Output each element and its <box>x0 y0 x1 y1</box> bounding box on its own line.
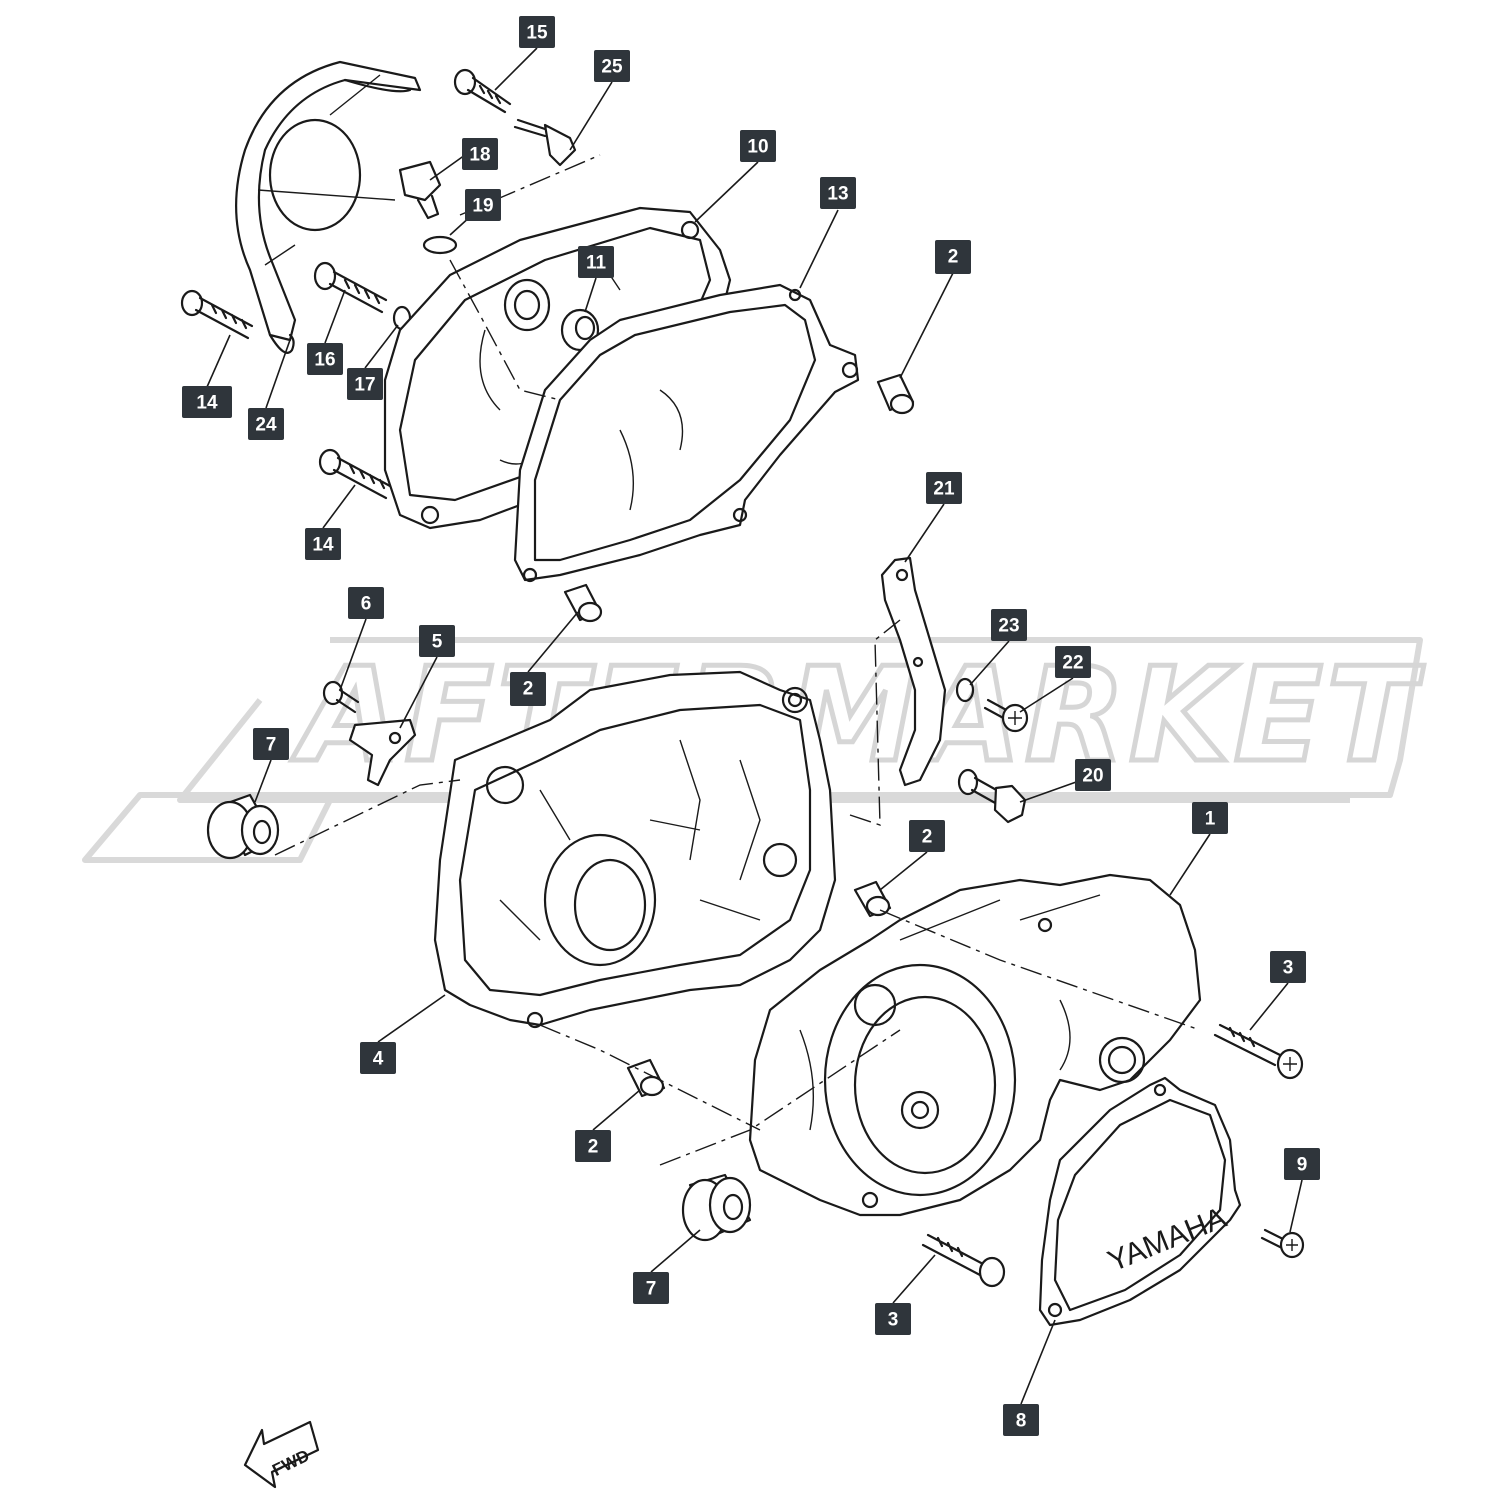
screw-6 <box>322 680 360 714</box>
gasket-13 <box>513 283 860 583</box>
bolt-20 <box>957 768 1027 824</box>
callout-24: 24 <box>248 408 284 440</box>
callout-17: 17 <box>347 368 383 400</box>
callout-22: 22 <box>1055 646 1091 678</box>
bearing-7-lower <box>681 1173 752 1242</box>
clip-25 <box>513 118 577 167</box>
svg-text:13: 13 <box>827 184 848 205</box>
right-crankcase-1 <box>748 873 1202 1217</box>
bolt-14-lower <box>318 448 392 500</box>
svg-text:2: 2 <box>948 247 959 268</box>
callout-7-left: 7 <box>253 728 289 760</box>
svg-text:8: 8 <box>1016 1411 1027 1432</box>
svg-text:14: 14 <box>196 393 218 414</box>
svg-text:15: 15 <box>526 23 548 44</box>
dowel-pin-2-upper <box>876 373 915 415</box>
svg-text:16: 16 <box>314 350 335 371</box>
bolt-3-right <box>1213 1023 1304 1080</box>
svg-text:4: 4 <box>373 1049 384 1070</box>
callout-2-center: 2 <box>909 820 945 852</box>
svg-text:21: 21 <box>933 479 955 500</box>
callout-2-lower: 2 <box>575 1130 611 1162</box>
svg-text:2: 2 <box>922 827 933 848</box>
callout-6: 6 <box>348 587 384 619</box>
alignment-line-lower <box>274 619 1201 1166</box>
callout-14-lower: 14 <box>305 528 341 560</box>
svg-text:17: 17 <box>354 375 375 396</box>
callout-15: 15 <box>519 16 555 48</box>
callout-2-top: 2 <box>935 240 971 274</box>
alignment-line-upper <box>449 154 601 401</box>
svg-text:25: 25 <box>601 57 623 78</box>
svg-text:5: 5 <box>432 632 443 653</box>
cover-plate <box>235 60 422 354</box>
callout-23: 23 <box>991 609 1027 641</box>
callout-9: 9 <box>1284 1148 1320 1180</box>
svg-text:22: 22 <box>1062 653 1083 674</box>
svg-text:18: 18 <box>469 145 490 166</box>
svg-text:23: 23 <box>998 616 1019 637</box>
callout-4: 4 <box>360 1042 396 1074</box>
generator-cover-8: YAMAHA <box>1038 1076 1242 1327</box>
svg-text:24: 24 <box>255 415 277 436</box>
callout-16: 16 <box>307 343 343 375</box>
svg-text:3: 3 <box>888 1310 899 1331</box>
drain-plug-18 <box>398 160 442 220</box>
leader-lines <box>206 47 1303 1405</box>
callout-25: 25 <box>594 50 630 82</box>
svg-text:2: 2 <box>523 679 534 700</box>
callout-8: 8 <box>1003 1404 1039 1436</box>
callout-2-middle: 2 <box>510 672 546 706</box>
svg-text:6: 6 <box>361 594 372 615</box>
callout-3-lower: 3 <box>875 1303 911 1335</box>
callout-10: 10 <box>740 130 776 162</box>
svg-text:9: 9 <box>1297 1155 1308 1176</box>
svg-text:1: 1 <box>1205 809 1216 830</box>
svg-text:10: 10 <box>747 137 768 158</box>
callout-5: 5 <box>419 625 455 657</box>
bolt-16 <box>313 261 388 314</box>
callout-11: 11 <box>578 246 614 278</box>
bracket-21 <box>880 556 947 787</box>
svg-text:2: 2 <box>588 1137 599 1158</box>
svg-text:14: 14 <box>312 535 334 556</box>
callout-labels: 15 25 18 19 10 11 13 2 14 16 17 24 14 6 … <box>182 16 1320 1436</box>
watermark: AFTERMARKET <box>82 637 1423 863</box>
bolt-3-lower <box>921 1233 1006 1288</box>
callout-19: 19 <box>465 189 501 221</box>
callout-21: 21 <box>926 472 962 504</box>
dowel-pin-2-center <box>853 880 892 918</box>
svg-text:19: 19 <box>472 196 493 217</box>
svg-text:7: 7 <box>646 1279 657 1300</box>
callout-7-lower: 7 <box>633 1272 669 1304</box>
left-crankcase-4 <box>433 670 837 1029</box>
screw-9 <box>1260 1228 1305 1259</box>
svg-text:11: 11 <box>586 253 607 274</box>
dowel-pin-2-middle <box>563 583 603 623</box>
forward-direction-arrow: FWD <box>243 1420 320 1489</box>
washer-23 <box>955 677 975 703</box>
callout-14-upper: 14 <box>182 386 232 418</box>
bearing-7-left <box>206 793 280 860</box>
o-ring-19 <box>422 235 458 255</box>
svg-text:20: 20 <box>1082 766 1103 787</box>
callout-20: 20 <box>1075 759 1111 791</box>
bolt-14-upper <box>180 289 254 340</box>
callout-18: 18 <box>462 138 498 170</box>
dowel-pin-2-lower <box>626 1058 666 1098</box>
svg-text:3: 3 <box>1283 958 1294 979</box>
callout-1: 1 <box>1192 802 1228 834</box>
stopper-5 <box>348 718 417 787</box>
svg-text:7: 7 <box>266 735 277 756</box>
bolt-15 <box>453 68 512 114</box>
callout-13: 13 <box>820 177 856 209</box>
callout-3-right: 3 <box>1270 951 1306 983</box>
